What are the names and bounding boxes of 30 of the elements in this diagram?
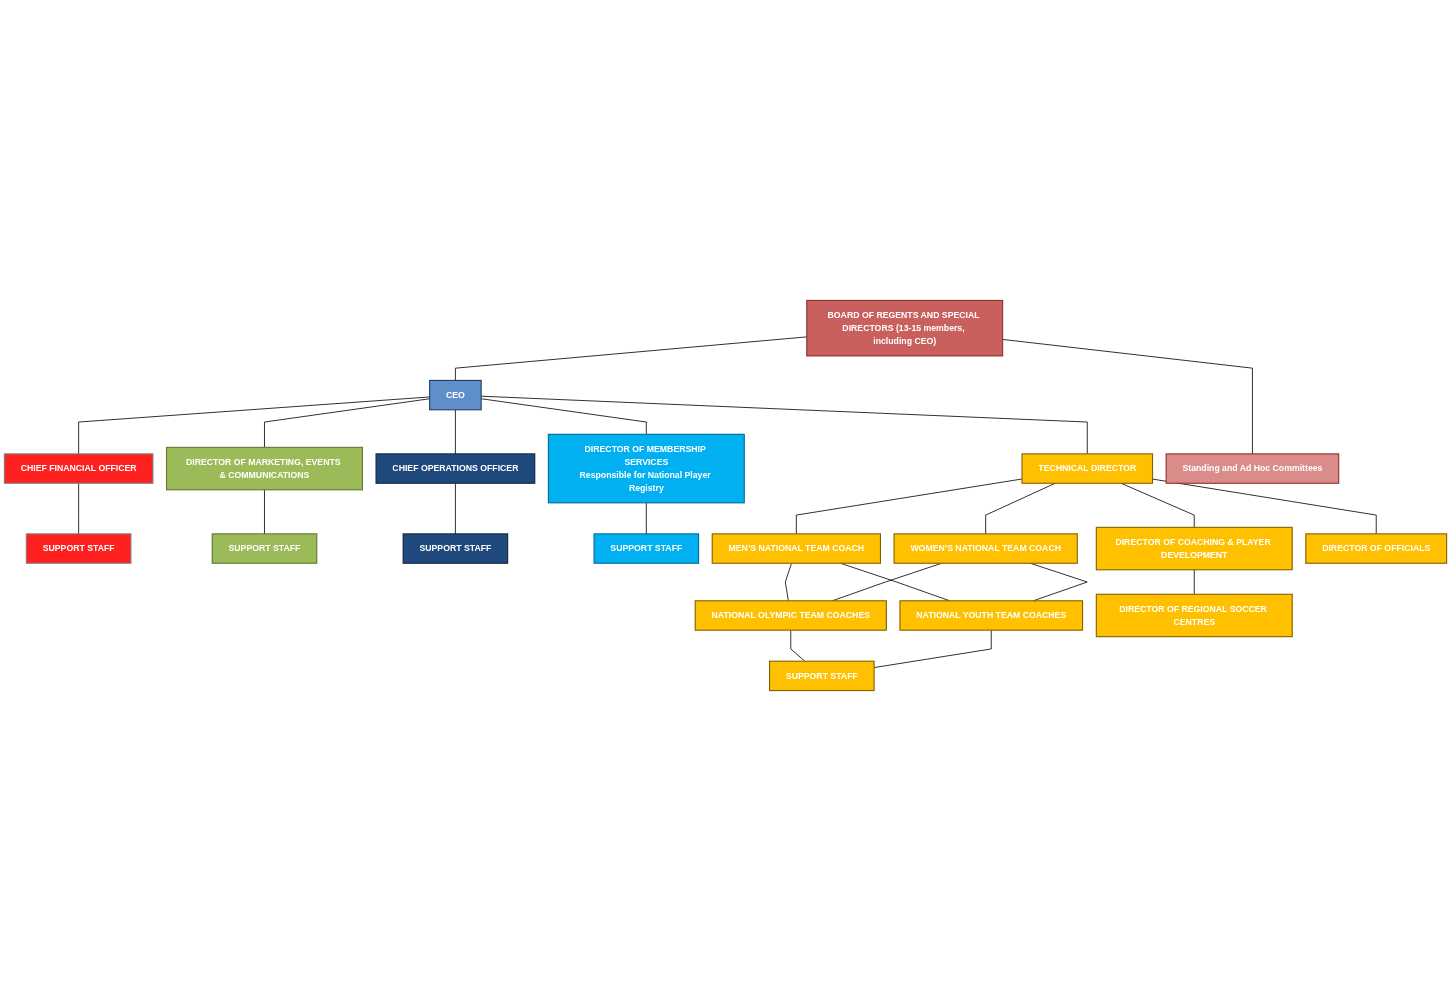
node-box: DIRECTOR OF COACHING & PLAYER DEVELOPMENT xyxy=(1095,526,1293,571)
connector xyxy=(264,489,265,535)
node-box: NATIONAL OLYMPIC TEAM COACHES xyxy=(694,600,887,631)
node-box: CEO xyxy=(429,379,482,411)
connector xyxy=(78,482,80,535)
connector xyxy=(645,502,647,535)
connector xyxy=(455,409,456,455)
connector xyxy=(1002,339,1253,455)
connector xyxy=(795,478,1023,535)
node-box: CHIEF OPERATIONS OFFICER xyxy=(375,453,536,484)
node-box: DIRECTOR OF MARKETING, EVENTS & COMMUNICATIONS xyxy=(166,446,363,491)
node-box: BOARD OF REGENTS AND SPECIAL DIRECTORS (13-15 members, including CEO) xyxy=(806,299,1004,357)
node-box: MEN’S NATIONAL TEAM COACH xyxy=(711,533,881,564)
node-box: WOMEN’S NATIONAL TEAM COACH xyxy=(893,533,1078,564)
node-box: CHIEF FINANCIAL OFFICER xyxy=(3,453,154,484)
connector xyxy=(1152,478,1377,535)
connector xyxy=(784,562,792,602)
node-box: TECHNICAL DIRECTOR xyxy=(1021,453,1154,484)
node-box: NATIONAL YOUTH TEAM COACHES xyxy=(899,600,1084,631)
node-box: SUPPORT STAFF xyxy=(593,533,700,564)
node-box: DIRECTOR OF OFFICIALS xyxy=(1305,533,1448,564)
node-box: SUPPORT STAFF xyxy=(402,533,509,564)
node-box: SUPPORT STAFF xyxy=(769,660,875,692)
node-box: Standing and Ad Hoc Committees xyxy=(1165,453,1340,484)
node-box: SUPPORT STAFF xyxy=(25,533,132,564)
connector xyxy=(455,482,456,535)
node-box: DIRECTOR OF MEMBERSHIP SERVICES Responsible for National Player Registry xyxy=(547,433,745,504)
connector xyxy=(790,629,806,662)
node-box: DIRECTOR OF REGIONAL SOCCER CENTRES xyxy=(1095,593,1293,638)
node-box: SUPPORT STAFF xyxy=(211,533,318,564)
